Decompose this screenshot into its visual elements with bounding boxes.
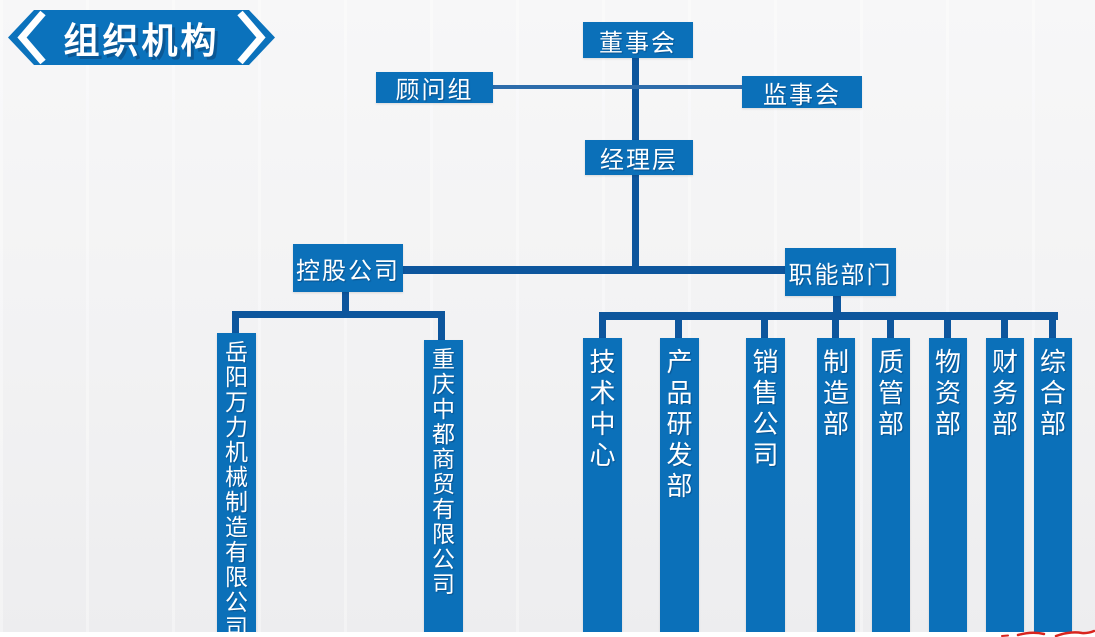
line-split-holding-functional [398, 266, 788, 274]
line-subsidiaries-bus [233, 311, 445, 318]
line-functional-down [833, 294, 841, 318]
column-dept-quality: 质管部 [872, 338, 910, 632]
node-management: 经理层 [585, 140, 693, 175]
line-departments-bus [599, 312, 1058, 320]
bottom-edge-strip [0, 632, 1095, 637]
column-subsidiary-chongqing: 重庆中都商贸有限公司 [424, 340, 463, 632]
node-advisory: 顾问组 [376, 72, 493, 104]
column-dept-finance: 财务部 [986, 338, 1024, 632]
column-dept-product-rd: 产品研发部 [660, 338, 699, 632]
column-dept-manufacturing: 制造部 [817, 338, 855, 632]
banner-chevron-icons [17, 10, 266, 65]
line-drop-dept-4 [832, 312, 839, 339]
line-drop-dept-3 [761, 312, 768, 339]
column-dept-materials: 物资部 [929, 338, 967, 632]
node-board: 董事会 [583, 22, 693, 58]
line-holding-down [342, 290, 349, 315]
title-banner: 组织机构 [8, 10, 275, 65]
line-drop-dept-5 [887, 312, 894, 339]
line-advisory-supervisory [491, 85, 744, 89]
red-ink-mark [1001, 629, 1095, 637]
page-title: 组织机构 [63, 19, 220, 61]
node-supervisory: 监事会 [742, 76, 862, 109]
column-dept-tech-center: 技术中心 [583, 338, 622, 632]
banner-hexagon-shape [8, 10, 275, 65]
node-functional: 职能部门 [785, 248, 896, 296]
line-drop-dept-8 [1049, 312, 1056, 339]
line-drop-subsidiary-1 [232, 311, 239, 334]
node-holding: 控股公司 [293, 244, 403, 292]
column-subsidiary-yueyang: 岳阳万力机械制造有限公司 [217, 333, 256, 637]
line-board-to-management [632, 56, 639, 142]
line-drop-subsidiary-2 [438, 311, 445, 341]
line-management-down [632, 173, 639, 270]
line-drop-dept-1 [599, 312, 606, 339]
column-dept-general: 综合部 [1034, 338, 1072, 632]
line-drop-dept-2 [675, 312, 682, 339]
line-drop-dept-6 [944, 312, 951, 339]
column-dept-sales-company: 销售公司 [746, 338, 785, 632]
line-drop-dept-7 [1001, 312, 1008, 339]
